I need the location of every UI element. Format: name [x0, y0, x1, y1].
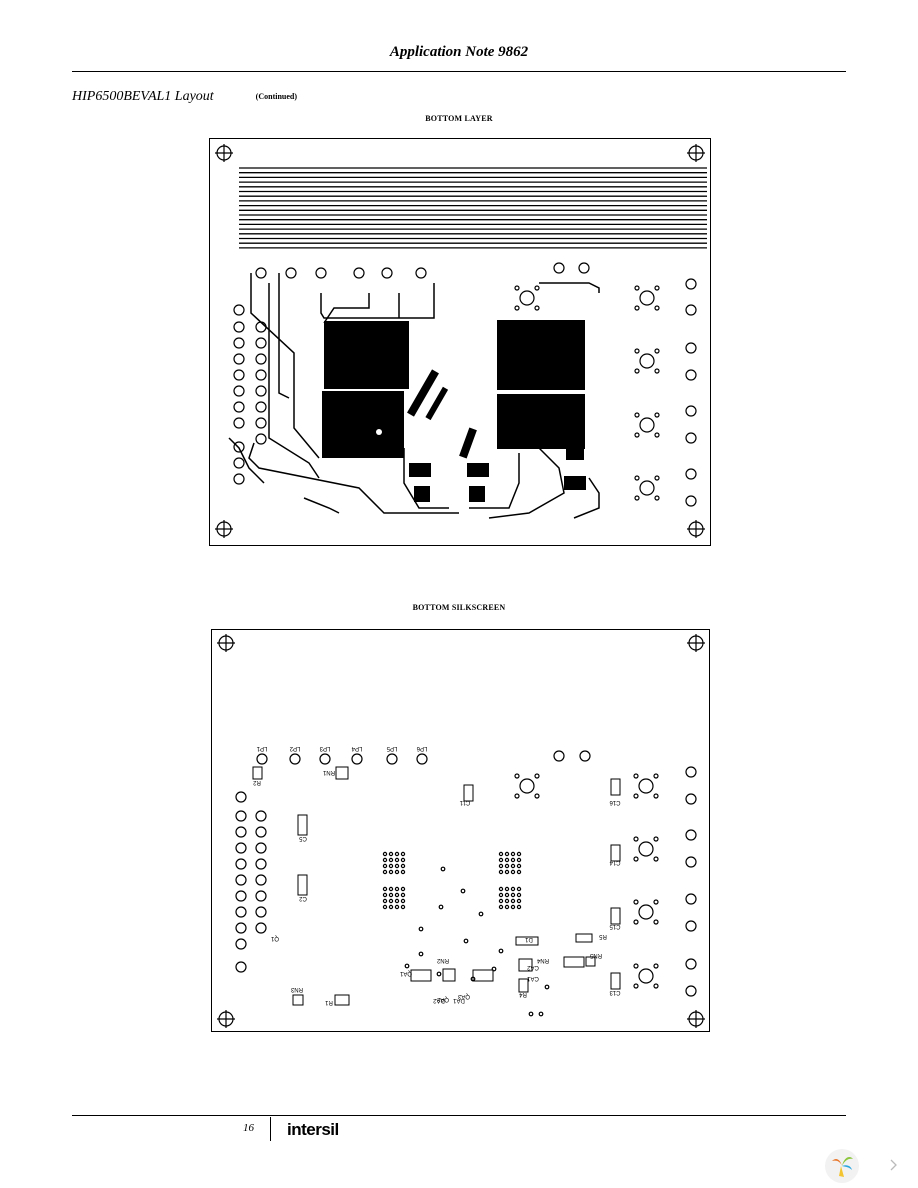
silkscreen-label: LP1 [256, 745, 267, 751]
silkscreen-label: CA2 [527, 964, 539, 970]
silkscreen-label: LP2 [289, 745, 300, 751]
header-rule [72, 71, 846, 72]
intersil-logo: intersil [287, 1120, 339, 1139]
section-title-text: HIP6500BEVAL1 Layout [72, 89, 214, 104]
silkscreen-label: LP6 [416, 745, 427, 751]
bottom-layer-caption: BOTTOM LAYER [425, 114, 493, 123]
silkscreen-label: LP3 [319, 745, 330, 751]
silkscreen-label: RN4 [536, 957, 549, 963]
silkscreen-label: LP5 [386, 745, 397, 751]
silkscreen-label: C5 [299, 835, 307, 841]
silkscreen-label: QA3 [457, 993, 470, 999]
silkscreen-label: CA1 [527, 975, 539, 981]
silkscreen-label: RN5 [589, 952, 602, 958]
footer-rule [72, 1115, 846, 1116]
section-title: HIP6500BEVAL1 Layout (Continued) [72, 89, 297, 105]
silkscreen-label: C13 [609, 989, 621, 995]
silkscreen-label: C15 [609, 923, 621, 929]
silkscreen-label: C2 [299, 895, 307, 901]
silkscreen-label: RN2 [436, 957, 449, 963]
document-header-title: Application Note 9862 [389, 44, 529, 60]
silkscreen-label: R1 [325, 999, 333, 1005]
silkscreen-label: RN1 [322, 769, 335, 775]
silkscreen-label: Q1 [270, 935, 279, 941]
silkscreen-label: R4 [519, 991, 527, 997]
silkscreen-label: QA1 [399, 970, 412, 976]
silkscreen-label: QA2 [436, 996, 449, 1002]
page-number: 16 [243, 1122, 254, 1134]
silkscreen-label: C11 [459, 799, 470, 805]
footer-separator [270, 1117, 271, 1141]
silkscreen-label: LP4 [351, 745, 362, 751]
silkscreen-label: C14 [609, 859, 621, 865]
svg-text:intersil: intersil [287, 1120, 339, 1139]
silkscreen-label: R5 [599, 933, 607, 939]
bottom-silkscreen-caption: BOTTOM SILKSCREEN [412, 603, 506, 612]
viewer-logo-icon[interactable] [822, 1147, 862, 1185]
silkscreen-label: D1 [525, 936, 533, 942]
silkscreen-label: R2 [253, 779, 261, 785]
bottom-layer-image [209, 138, 711, 546]
silkscreen-label: C16 [609, 799, 621, 805]
next-page-button[interactable] [873, 1147, 913, 1183]
silkscreen-label: DA2 [433, 997, 445, 1003]
silkscreen-label: DA1 [453, 997, 465, 1003]
continued-label: (Continued) [255, 92, 298, 102]
chevron-right-icon [890, 1159, 897, 1171]
silkscreen-label: RN3 [290, 986, 303, 992]
